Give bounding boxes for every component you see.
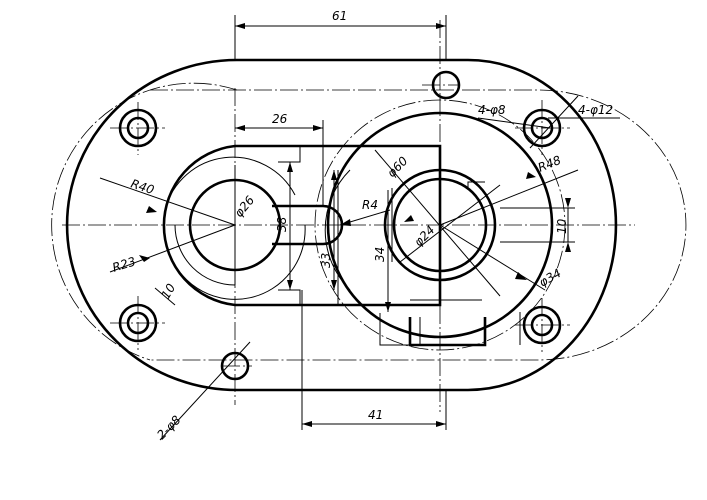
radius-4-label: R4 xyxy=(362,198,378,212)
dimension-labels: 61 26 41 38 33 34 10 10 R40 R23 R4 R48 φ… xyxy=(111,9,614,442)
diameter-24-label: φ24 xyxy=(411,223,437,249)
dim-61-label: 61 xyxy=(332,9,347,23)
dim-41-label: 41 xyxy=(368,408,383,422)
radius-40-label: R40 xyxy=(129,177,156,198)
radius-48-label: R48 xyxy=(536,153,563,175)
dim-34-label: 34 xyxy=(373,247,387,262)
diameter-34-label: φ34 xyxy=(537,266,564,290)
diameter-60-label: φ60 xyxy=(384,154,411,181)
dim-33-label: 33 xyxy=(319,253,333,268)
holes-4-phi12-label: 4-φ12 xyxy=(578,103,613,117)
arrowheads xyxy=(139,23,571,427)
dim-38-label: 38 xyxy=(275,216,289,232)
holes-2-phi8-label: 2-φ8 xyxy=(154,413,184,443)
radius-23-label: R23 xyxy=(111,254,138,275)
part-outline xyxy=(65,58,618,392)
holes-4-phi8-label: 4-φ8 xyxy=(478,103,506,117)
dim-10-left-label: 10 xyxy=(158,281,178,302)
dim-26-label: 26 xyxy=(272,112,288,126)
dimension-lines xyxy=(99,15,620,441)
dim-10-right-label: 10 xyxy=(555,218,569,234)
